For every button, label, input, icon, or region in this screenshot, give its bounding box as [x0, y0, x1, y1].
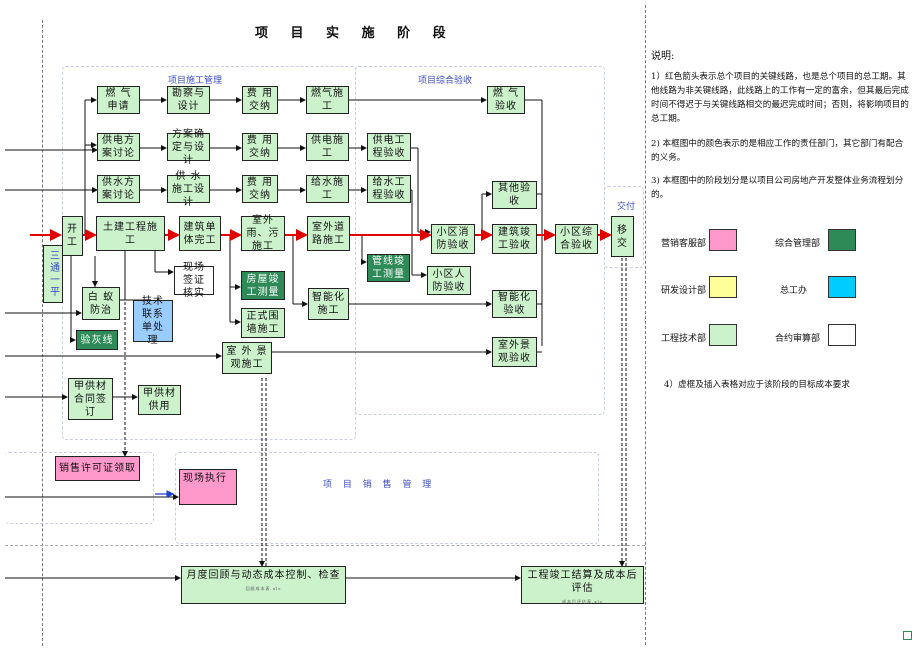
legend-label-engineering: 工程技术部 — [661, 334, 707, 344]
legend-label-admin: 综合管理部 — [775, 239, 821, 249]
node-building-accept[interactable]: 建筑竣工验收 — [492, 224, 537, 254]
note-3: 3) 本框图中的阶段划分是以项目公司房地产开发整体业务流程划分的。 — [651, 176, 904, 200]
node-supply[interactable]: 甲供材供用 — [138, 385, 181, 415]
node-smart-accept[interactable]: 智能化验收 — [492, 290, 537, 318]
region-delivery — [604, 186, 644, 268]
monthly-review-label: 月度回顾与动态成本控制、检查 — [186, 570, 341, 581]
node-other-accept[interactable]: 其他验收 — [492, 181, 537, 209]
node-plan-confirm[interactable]: 方案确定与设计 — [167, 129, 210, 166]
node-water-design[interactable]: 供 水 施工设计 — [167, 171, 210, 208]
node-lime-line[interactable]: 验灰线 — [76, 330, 118, 350]
node-pipe-survey[interactable]: 管线竣工测量 — [367, 254, 410, 282]
node-start[interactable]: 开工 — [62, 216, 83, 256]
node-landscape-accept[interactable]: 室外景观验收 — [492, 337, 537, 367]
region-construction-label: 项目施工管理 — [168, 76, 223, 86]
node-unit-done[interactable]: 建筑单体完工 — [179, 216, 221, 251]
left-divider — [42, 20, 43, 646]
corner-marker — [903, 631, 912, 640]
region-acceptance-label: 项目综合验收 — [418, 76, 473, 86]
node-settlement[interactable]: 工程竣工结算及成本后评估 成本后评估表.xls — [521, 566, 644, 604]
node-power-plan[interactable]: 供电方案讨论 — [97, 133, 140, 161]
monthly-review-attachment[interactable]: 回顾成本表.xls — [245, 586, 282, 591]
notes-heading: 说明: — [651, 51, 675, 62]
node-house-survey[interactable]: 房屋竣工测量 — [241, 271, 285, 300]
legend-swatch-rd — [709, 276, 737, 298]
node-fire-accept[interactable]: 小区消防验收 — [431, 224, 475, 254]
node-sales-permit[interactable]: 销售许可证领取 — [55, 456, 140, 481]
legend-label-rd: 研发设计部 — [661, 286, 707, 296]
node-community-accept[interactable]: 小区综合验收 — [555, 224, 598, 254]
node-monthly-review[interactable]: 月度回顾与动态成本控制、检查 回顾成本表.xls — [181, 566, 346, 604]
settlement-label: 工程竣工结算及成本后评估 — [527, 570, 638, 594]
legend-label-contract: 合约审算部 — [775, 334, 821, 344]
node-outdoor-road[interactable]: 室外道路施工 — [307, 216, 350, 251]
right-divider — [645, 5, 646, 645]
node-water-build[interactable]: 给水施工 — [306, 175, 349, 203]
note-1: 1）红色箭头表示总个项目的关键线路，也是总个项目的总工期。其他线路为非关键线路，… — [651, 72, 909, 124]
node-gas-accept[interactable]: 燃 气验收 — [487, 86, 525, 114]
node-visa[interactable]: 现场签证核实 — [174, 262, 214, 299]
note-4: 4）虚框及插入表格对应于该阶段的目标成本要求 — [664, 380, 850, 390]
node-rain-sewage[interactable]: 室外雨、污施工 — [241, 215, 285, 252]
node-civil[interactable]: 土建工程施工 — [96, 216, 165, 251]
legend-label-chief: 总工办 — [780, 286, 808, 296]
region-delivery-label: 交付 — [617, 202, 636, 212]
node-onsite[interactable]: 现场执行 — [179, 469, 237, 505]
region-sales-label: 项 目 销 售 管 理 — [323, 480, 436, 490]
page-title: 项 目 实 施 阶 段 — [255, 26, 455, 41]
node-fee-2[interactable]: 费 用交纳 — [242, 133, 278, 161]
node-landscape[interactable]: 室 外 景观施工 — [222, 342, 272, 374]
node-wall[interactable]: 正式围墙施工 — [241, 308, 285, 338]
node-supply-contract[interactable]: 甲供材合同签订 — [68, 378, 113, 420]
node-survey-design[interactable]: 勘察与设计 — [167, 86, 210, 114]
settlement-attachment[interactable]: 成本后评估表.xls — [562, 599, 603, 604]
node-gas-apply[interactable]: 燃 气申请 — [97, 86, 140, 114]
node-fee-3[interactable]: 费 用交纳 — [242, 175, 278, 203]
legend-label-marketing: 营销客服部 — [661, 239, 707, 249]
lower-divider — [5, 545, 645, 546]
legend-swatch-marketing — [709, 229, 737, 251]
node-fee-1[interactable]: 费 用交纳 — [242, 86, 278, 114]
region-sales-left — [5, 452, 154, 524]
node-civil-defense[interactable]: 小区人防验收 — [427, 266, 471, 295]
node-three-one[interactable]: 三通一平 — [43, 245, 63, 303]
legend-swatch-chief — [828, 276, 856, 298]
node-water-plan[interactable]: 供水方案讨论 — [97, 175, 140, 203]
node-tech-form[interactable]: 技术联系单处理 — [133, 296, 173, 346]
node-smart-build[interactable]: 智能化施工 — [308, 288, 349, 320]
node-water-accept[interactable]: 给水工程验收 — [367, 175, 411, 203]
legend-swatch-admin — [828, 229, 856, 251]
legend-swatch-contract — [828, 324, 856, 346]
legend-swatch-engineering — [709, 324, 737, 346]
node-gas-build[interactable]: 燃气施工 — [306, 86, 349, 114]
node-termite[interactable]: 白 蚁防治 — [82, 287, 120, 320]
node-handover[interactable]: 移交 — [611, 216, 634, 257]
note-2: 2) 本框图中的颜色表示的是相应工作的责任部门，其它部门有配合的义务。 — [651, 139, 904, 163]
node-power-build[interactable]: 供电施工 — [306, 133, 349, 161]
node-power-accept[interactable]: 供电工程验收 — [367, 133, 411, 161]
